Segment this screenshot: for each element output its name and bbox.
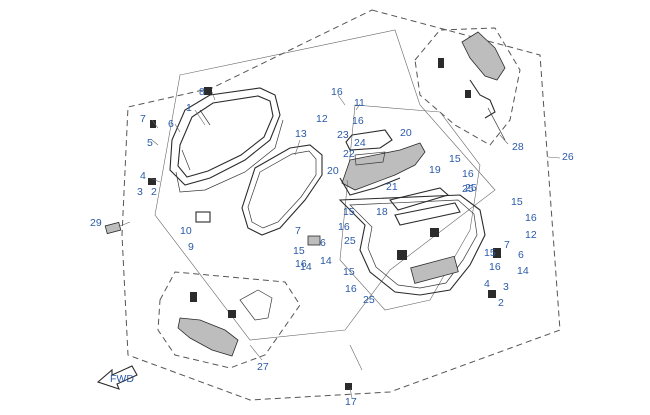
callout-28: 28 [512,141,524,153]
callout-3: 3 [137,186,143,198]
fwd-arrow-icon: FWD [96,365,138,390]
callout-16-mid-b: 16 [295,258,307,270]
callout-5: 5 [147,137,153,149]
callout-7-right: 7 [504,239,510,251]
callout-11: 11 [354,97,365,109]
callout-21: 21 [386,181,398,193]
callout-7: 7 [140,113,146,125]
callout-13: 13 [295,128,307,140]
hardware-pieces [148,87,501,390]
callout-17: 17 [345,396,357,408]
callout-25-upper: 25 [465,182,477,194]
callout-1: 1 [186,102,192,114]
latch-group-boundary-28 [414,27,521,146]
callout-4-right: 4 [484,278,490,290]
callout-15: 15 [293,245,305,257]
latch-assembly-28 [438,31,506,141]
seal-13 [241,144,323,236]
callout-24: 24 [354,137,366,149]
callout-20b: 20 [327,165,339,177]
callout-labels: 1 2 3 4 5 6 7 8 9 10 11 12 13 14 15 16 1… [90,86,574,408]
callout-3-right: 3 [503,281,509,293]
callout-18: 18 [376,206,388,218]
door-structure [338,187,486,296]
callout-25b: 25 [344,235,356,247]
callout-16-mid: 16 [338,221,350,233]
callout-12-right: 12 [525,229,537,241]
handle-assembly-27 [177,289,273,357]
callout-16-right: 16 [525,212,537,224]
assembly-boundary-26 [121,9,561,401]
callout-19: 19 [429,164,441,176]
callout-14-right: 14 [517,265,529,277]
callout-2-right: 2 [498,297,504,309]
callout-15-upper: 15 [449,153,461,165]
callout-26: 26 [562,151,574,163]
leader-lines [119,91,509,399]
callout-6: 6 [168,118,174,130]
callout-16-low: 16 [345,283,357,295]
bracket-23 [345,129,393,166]
callout-16-upper: 16 [462,168,474,180]
callout-29: 29 [90,217,102,229]
callout-8: 8 [199,86,205,98]
callout-16-right-b: 16 [489,261,501,273]
callout-14: 14 [320,255,332,267]
plug-29 [104,221,122,235]
callout-2: 2 [151,186,157,198]
callout-6-right: 6 [518,249,524,261]
callout-27: 27 [257,361,269,373]
callout-23: 23 [337,129,349,141]
fwd-label: FWD [110,373,134,385]
inner-panel-21 [339,142,426,196]
callout-7-mid: 7 [295,225,301,237]
callout-22: 22 [343,148,355,160]
callout-15-mid: 15 [343,206,355,218]
callout-16b: 16 [352,115,364,127]
callout-15-low: 15 [343,266,355,278]
callout-4: 4 [140,170,146,182]
callout-20: 20 [400,127,412,139]
callout-6-mid: 6 [320,237,326,249]
callout-25: 25 [462,183,474,195]
callout-25-low: 25 [363,294,375,306]
callout-14-mid: 14 [300,261,312,273]
callout-16: 16 [331,86,343,98]
handle-group-boundary-27 [157,271,301,369]
callout-15-right: 15 [511,196,523,208]
callout-10: 10 [180,225,192,237]
callout-9: 9 [188,241,194,253]
door-frame-1 [169,87,284,193]
callout-15-right-b: 15 [484,247,496,259]
callout-12: 12 [316,113,328,125]
